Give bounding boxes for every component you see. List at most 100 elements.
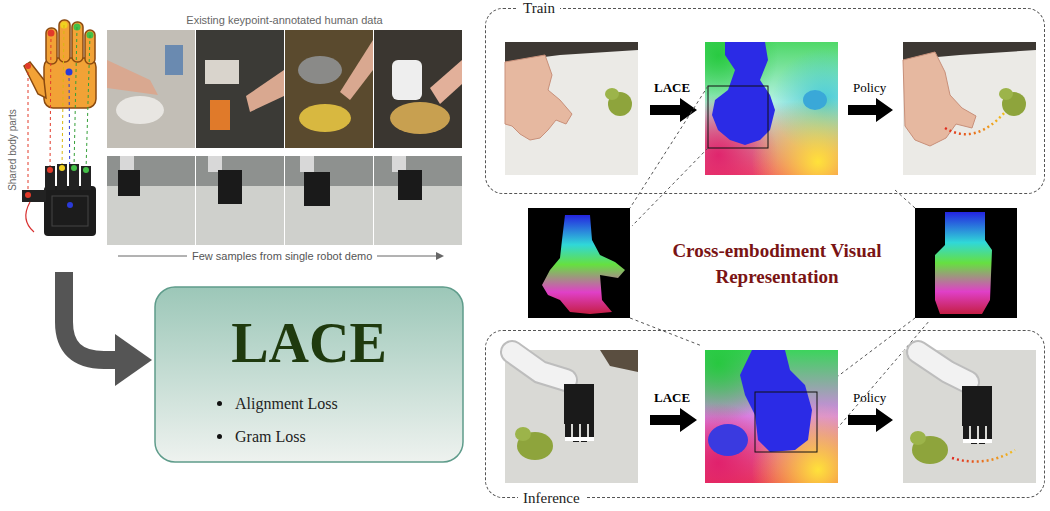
inference-feature-map-part bbox=[755, 392, 817, 452]
inference-input-photo bbox=[505, 350, 638, 483]
inference-feature-map-part bbox=[705, 350, 838, 483]
leader-lines-part bbox=[630, 86, 708, 208]
human-data-photos-part bbox=[205, 60, 239, 84]
inference-output-photo-part bbox=[910, 431, 926, 445]
leader-lines bbox=[630, 86, 930, 452]
human-data-photos-part bbox=[116, 96, 164, 124]
bullet-item: Alignment Loss bbox=[155, 387, 463, 420]
inference-input-photo-part bbox=[565, 437, 594, 441]
human-data-photos-part bbox=[285, 30, 373, 148]
flow-arrow-part bbox=[115, 334, 152, 386]
inference-output-photo-part bbox=[962, 386, 992, 426]
robot-demo-photos-part bbox=[304, 172, 330, 206]
train-arrows-part bbox=[650, 98, 697, 122]
keypoint-links-part bbox=[86, 35, 90, 170]
inference-feature-map-part bbox=[705, 350, 838, 483]
train-output-photo-part bbox=[903, 52, 976, 146]
inference-input-photo-part bbox=[505, 350, 638, 483]
inference-arrows-part bbox=[848, 408, 893, 432]
inference-arrows bbox=[650, 408, 893, 432]
human-data-photos-part bbox=[392, 60, 422, 100]
inference-input-photo-part bbox=[564, 384, 594, 424]
train-feature-map-part bbox=[705, 42, 838, 175]
human-data-photos-part bbox=[340, 40, 373, 100]
train-output-photo-part bbox=[999, 88, 1013, 100]
keypoint-links-part bbox=[62, 25, 64, 168]
robot-hand-icon-part bbox=[52, 196, 88, 226]
robot-demo-photos-part bbox=[392, 156, 406, 172]
source-caption: Existing keypoint-annotated human data bbox=[107, 13, 462, 27]
inference-feature-map-part bbox=[740, 350, 812, 452]
train-input-photo bbox=[505, 42, 638, 175]
bullet-item: Gram Loss bbox=[155, 420, 463, 453]
loss-name: Alignment Loss bbox=[235, 395, 338, 412]
arrow-label: LACE bbox=[654, 390, 690, 406]
human-data-photos-part bbox=[298, 56, 342, 84]
inference-input-photo-part bbox=[600, 350, 638, 372]
robot-demo-photos-part bbox=[218, 170, 242, 204]
leader-lines-part bbox=[630, 318, 702, 346]
robot-demo-photos-part bbox=[284, 156, 285, 245]
robot-demo-photos bbox=[107, 156, 462, 245]
robot-feature-crop-part bbox=[915, 208, 1017, 318]
robot-demo-photos-part bbox=[195, 156, 196, 245]
robot-demo-photos-part bbox=[208, 156, 222, 172]
flow-arrow bbox=[64, 272, 152, 386]
robot-hand-icon-part bbox=[71, 165, 77, 171]
stage-region: Train bbox=[485, 8, 1045, 194]
train-feature-map-part bbox=[705, 42, 838, 175]
train-feature-map-part bbox=[712, 42, 775, 145]
robot-hand-icon-part bbox=[25, 192, 31, 198]
region-heading: Train bbox=[518, 0, 560, 17]
stage-region: Inference bbox=[485, 330, 1045, 498]
train-arrows-part bbox=[848, 98, 893, 122]
inference-input-photo-part bbox=[515, 427, 531, 441]
method-title: LACE bbox=[155, 311, 463, 375]
flow-arrow-part bbox=[64, 272, 118, 360]
human-hand-icon-part bbox=[24, 62, 46, 98]
inference-output-photo-part bbox=[963, 439, 992, 443]
leader-lines-part bbox=[632, 148, 708, 226]
bullet-dot bbox=[217, 434, 222, 439]
train-feature-map bbox=[705, 42, 838, 175]
robot-demo-photos-part bbox=[373, 156, 374, 245]
train-feature-map-part bbox=[705, 42, 838, 175]
arrow-label: Policy bbox=[853, 80, 886, 96]
arrow-label: Policy bbox=[853, 390, 886, 406]
keypoint-links-part bbox=[28, 66, 29, 195]
train-input-photo-part bbox=[505, 42, 638, 175]
sequence-caption: Few samples from single robot demo bbox=[187, 249, 377, 263]
inference-feature-map-part bbox=[705, 350, 838, 483]
inference-feature-map-part bbox=[708, 424, 748, 456]
inference-output-photo-part bbox=[952, 450, 1015, 462]
train-output-photo-part bbox=[945, 112, 1005, 134]
robot-demo-photos-part bbox=[120, 156, 134, 170]
human-feature-crop-part bbox=[542, 215, 625, 314]
side-caption: Shared body parts bbox=[6, 90, 20, 210]
human-hand-icon bbox=[24, 20, 96, 108]
robot-feature-crop-part bbox=[935, 212, 992, 314]
human-data-photos-part bbox=[107, 30, 195, 148]
robot-hand-icon-part bbox=[57, 164, 67, 190]
train-arrows bbox=[650, 98, 893, 122]
loss-name: Gram Loss bbox=[235, 428, 306, 445]
robot-hand-icon-part bbox=[33, 202, 40, 234]
inference-output-photo-part bbox=[918, 352, 968, 382]
inference-feature-map-part bbox=[705, 350, 838, 483]
region-heading: Inference bbox=[518, 489, 585, 507]
human-data-photos-part bbox=[299, 104, 351, 132]
keypoint-links bbox=[28, 25, 90, 205]
robot-hand-icon-part bbox=[59, 165, 65, 171]
inference-input-photo-part bbox=[512, 352, 566, 380]
human-data-photos-part bbox=[196, 30, 284, 148]
human-hand-icon-part bbox=[72, 22, 83, 62]
inference-output-photo-part bbox=[903, 350, 1036, 483]
robot-hand-icon-part bbox=[44, 186, 96, 236]
train-feature-map-part bbox=[803, 90, 827, 110]
inference-arrows-part bbox=[650, 408, 697, 432]
human-data-photos-part bbox=[165, 45, 183, 75]
center-title: Cross-embodiment Visual Representation bbox=[657, 238, 897, 290]
bullet-dot bbox=[217, 401, 222, 406]
method-box-fill bbox=[155, 287, 463, 462]
train-output-photo-part bbox=[903, 42, 1036, 175]
